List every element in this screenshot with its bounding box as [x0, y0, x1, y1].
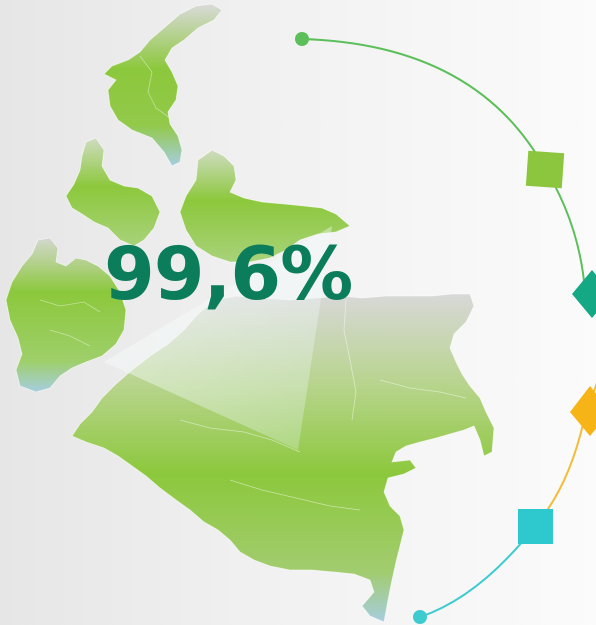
headline-percentage: 99,6%: [104, 232, 353, 317]
diamond-marker-amber: [570, 386, 596, 436]
map-region-central-north: [65, 137, 161, 247]
connector-arc-green: [301, 38, 586, 293]
map-region-north: [103, 3, 223, 167]
arc-end-dot: [413, 610, 427, 624]
map-highlight-facet: [104, 226, 332, 450]
map-region-central-east: [179, 149, 351, 263]
square-marker-lime: [525, 150, 565, 189]
square-marker-cyan: [518, 509, 553, 544]
diamond-marker-teal: [572, 270, 596, 318]
arc-start-dot: [295, 32, 309, 46]
map-region-west: [5, 237, 127, 393]
